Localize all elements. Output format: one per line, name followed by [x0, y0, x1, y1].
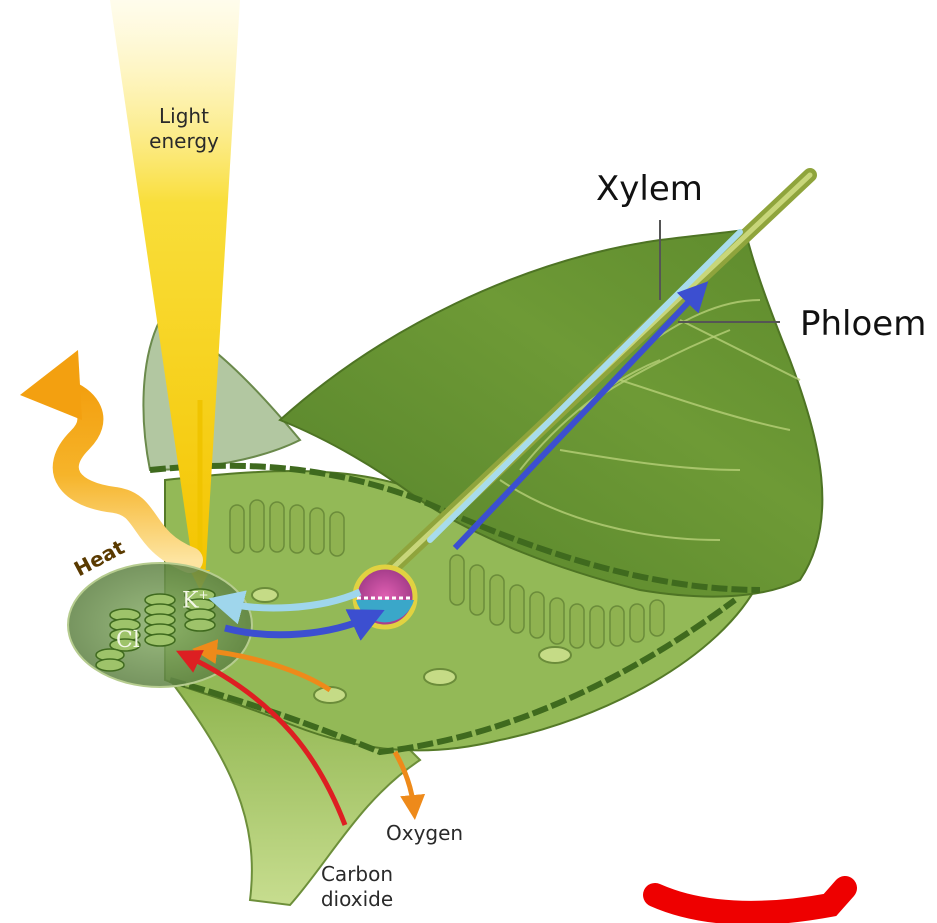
xylem-label: Xylem	[596, 170, 703, 208]
chloride-ion-label: Cl	[116, 628, 140, 653]
carbon-dioxide-line1: Carbon	[321, 862, 393, 886]
potassium-ion-label: K+	[182, 588, 209, 613]
carbon-dioxide-line2: dioxide	[321, 887, 393, 911]
oxygen-label: Oxygen	[386, 821, 463, 846]
light-energy-line1: Light	[159, 104, 209, 128]
potassium-charge: +	[198, 588, 208, 602]
light-energy-label: Light energy	[148, 104, 220, 154]
phloem-label: Phloem	[800, 305, 926, 343]
potassium-symbol: K	[182, 588, 198, 613]
red-brush-stroke	[655, 888, 845, 913]
heat-arrowhead	[20, 350, 82, 420]
carbon-dioxide-label: Carbon dioxide	[312, 862, 402, 912]
light-energy-line2: energy	[149, 129, 219, 153]
